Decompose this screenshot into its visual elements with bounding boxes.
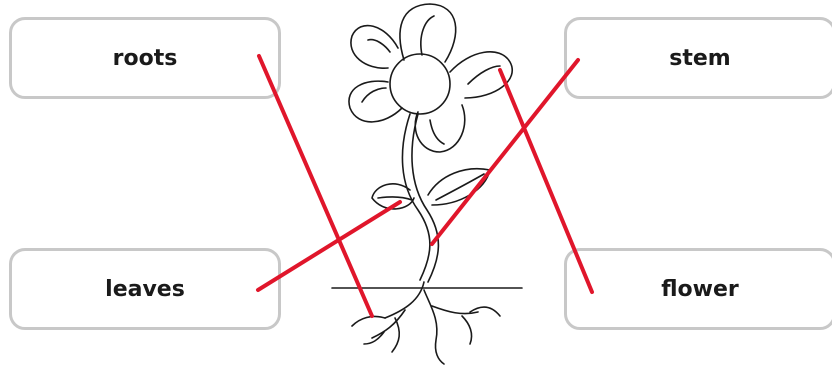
match-line-roots — [257, 54, 374, 318]
label-roots: roots — [112, 45, 178, 71]
match-line-flower — [498, 68, 594, 294]
label-stem: stem — [669, 45, 731, 71]
label-leaves: leaves — [105, 276, 185, 302]
label-flower: flower — [661, 276, 739, 302]
label-box-leaves[interactable]: leaves — [9, 248, 281, 330]
label-box-stem[interactable]: stem — [564, 17, 832, 99]
label-box-flower[interactable]: flower — [564, 248, 832, 330]
match-line-leaves — [256, 200, 402, 292]
match-line-stem — [430, 58, 580, 246]
label-box-roots[interactable]: roots — [9, 17, 281, 99]
